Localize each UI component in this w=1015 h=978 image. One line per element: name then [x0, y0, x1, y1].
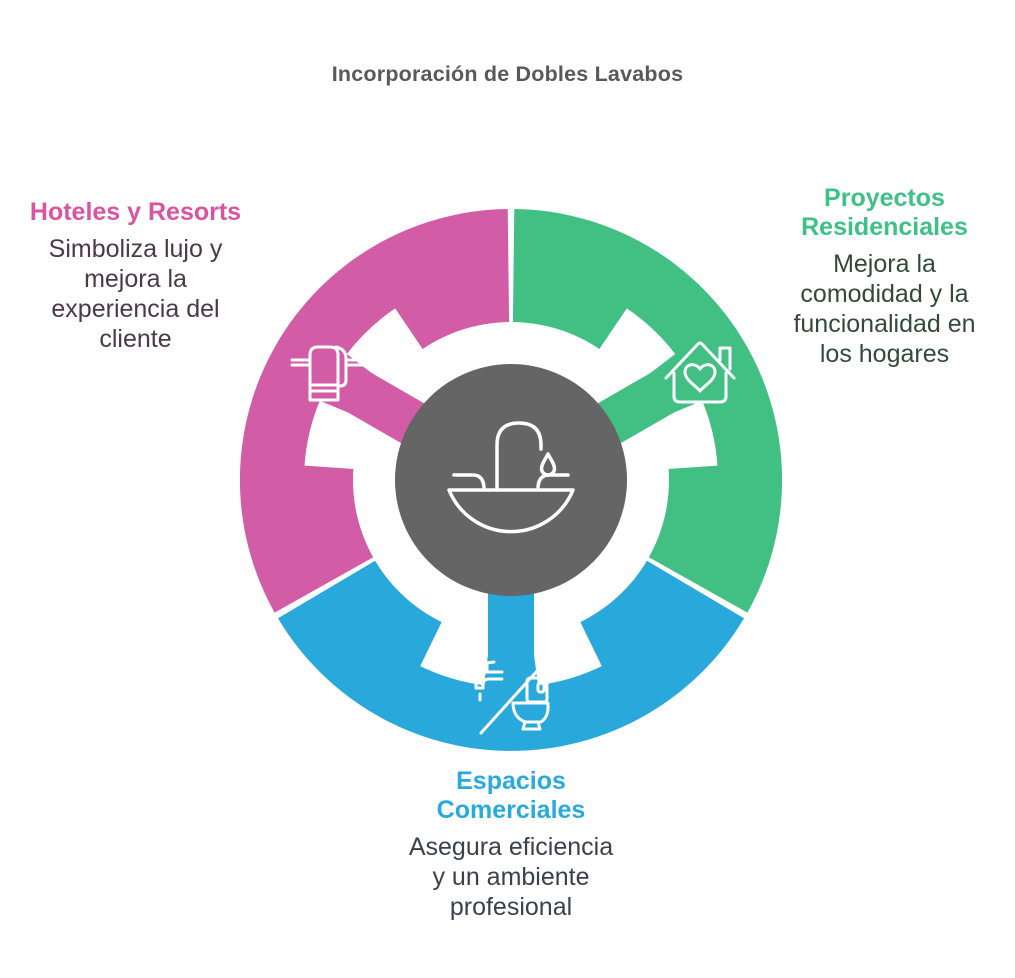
segment-notch: [346, 308, 428, 389]
segment-notch: [304, 400, 373, 470]
center-circle: [395, 364, 627, 596]
segment-notch: [594, 308, 676, 389]
faucet-toilet-icon: [474, 659, 550, 735]
section-comerciales-label: Espacios Comerciales: [436, 767, 586, 824]
segment-hoteles: [239, 209, 510, 613]
house-heart-icon: [664, 341, 736, 404]
segment-notch: [420, 614, 492, 686]
section-residenciales-description: Mejora la comodidad y la funcionalidad e…: [793, 250, 976, 368]
tab-residenciales: [596, 355, 705, 444]
sink-faucet-icon: [447, 421, 575, 534]
section-residenciales-label: Proyectos Residenciales: [801, 184, 968, 241]
section-hoteles-label: Hoteles y Resorts: [29, 198, 242, 226]
tab-comerciales: [488, 592, 534, 690]
segment-residenciales: [512, 209, 783, 613]
segment-notch: [530, 614, 602, 686]
section-hoteles-text: Hoteles y Resorts Simboliza lujo y mejor…: [18, 198, 253, 354]
page-title: Incorporación de Dobles Lavabos: [331, 62, 684, 86]
section-hoteles-description: Simboliza lujo y mejora la experiencia d…: [48, 235, 223, 353]
section-comerciales-text: Espacios Comerciales Asegura eficiencia …: [391, 767, 631, 922]
section-comerciales-description: Asegura eficiencia y un ambiente profesi…: [408, 833, 614, 921]
towel-icon: [290, 345, 370, 402]
segment-notch: [649, 400, 718, 470]
section-residenciales-text: Proyectos Residenciales Mejora la comodi…: [763, 184, 1006, 369]
